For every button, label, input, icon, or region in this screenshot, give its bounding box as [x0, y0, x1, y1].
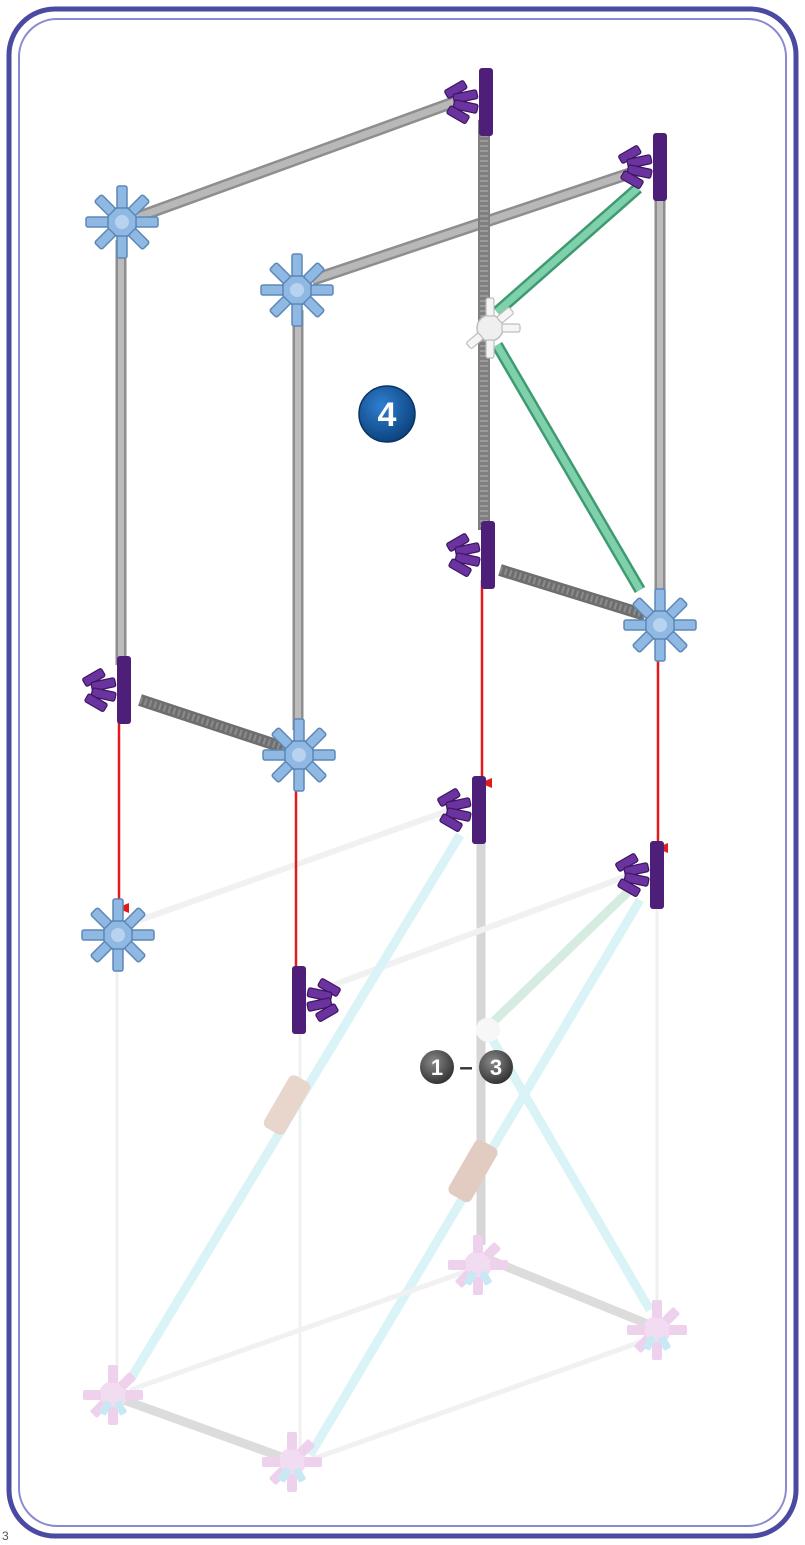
purple-half-connector-icon [82, 656, 131, 724]
previous-step-separator: – [459, 1054, 472, 1081]
purple-half-connector-icon [292, 966, 341, 1034]
blue-star-connector-icon [263, 719, 335, 791]
blue-star-connector-icon [86, 186, 158, 258]
blue-star-connector-icon [82, 899, 154, 971]
previous-steps-indicator: 1 – 3 [420, 1050, 513, 1084]
blue-star-connector-icon [624, 589, 696, 661]
purple-half-connector-icon [446, 521, 495, 589]
step-badge: 4 [359, 386, 415, 442]
previous-step-to: 3 [490, 1055, 502, 1080]
blue-star-connector-icon [261, 254, 333, 326]
previous-step-from: 1 [431, 1055, 443, 1080]
white-connector-icon [466, 298, 520, 358]
purple-half-connector-icon [618, 133, 667, 201]
page-corner-number: 3 [2, 1529, 9, 1543]
ghost-structure [83, 810, 687, 1492]
placement-arrows [119, 580, 658, 978]
step-number: 4 [378, 396, 397, 434]
green-rods [497, 188, 640, 590]
